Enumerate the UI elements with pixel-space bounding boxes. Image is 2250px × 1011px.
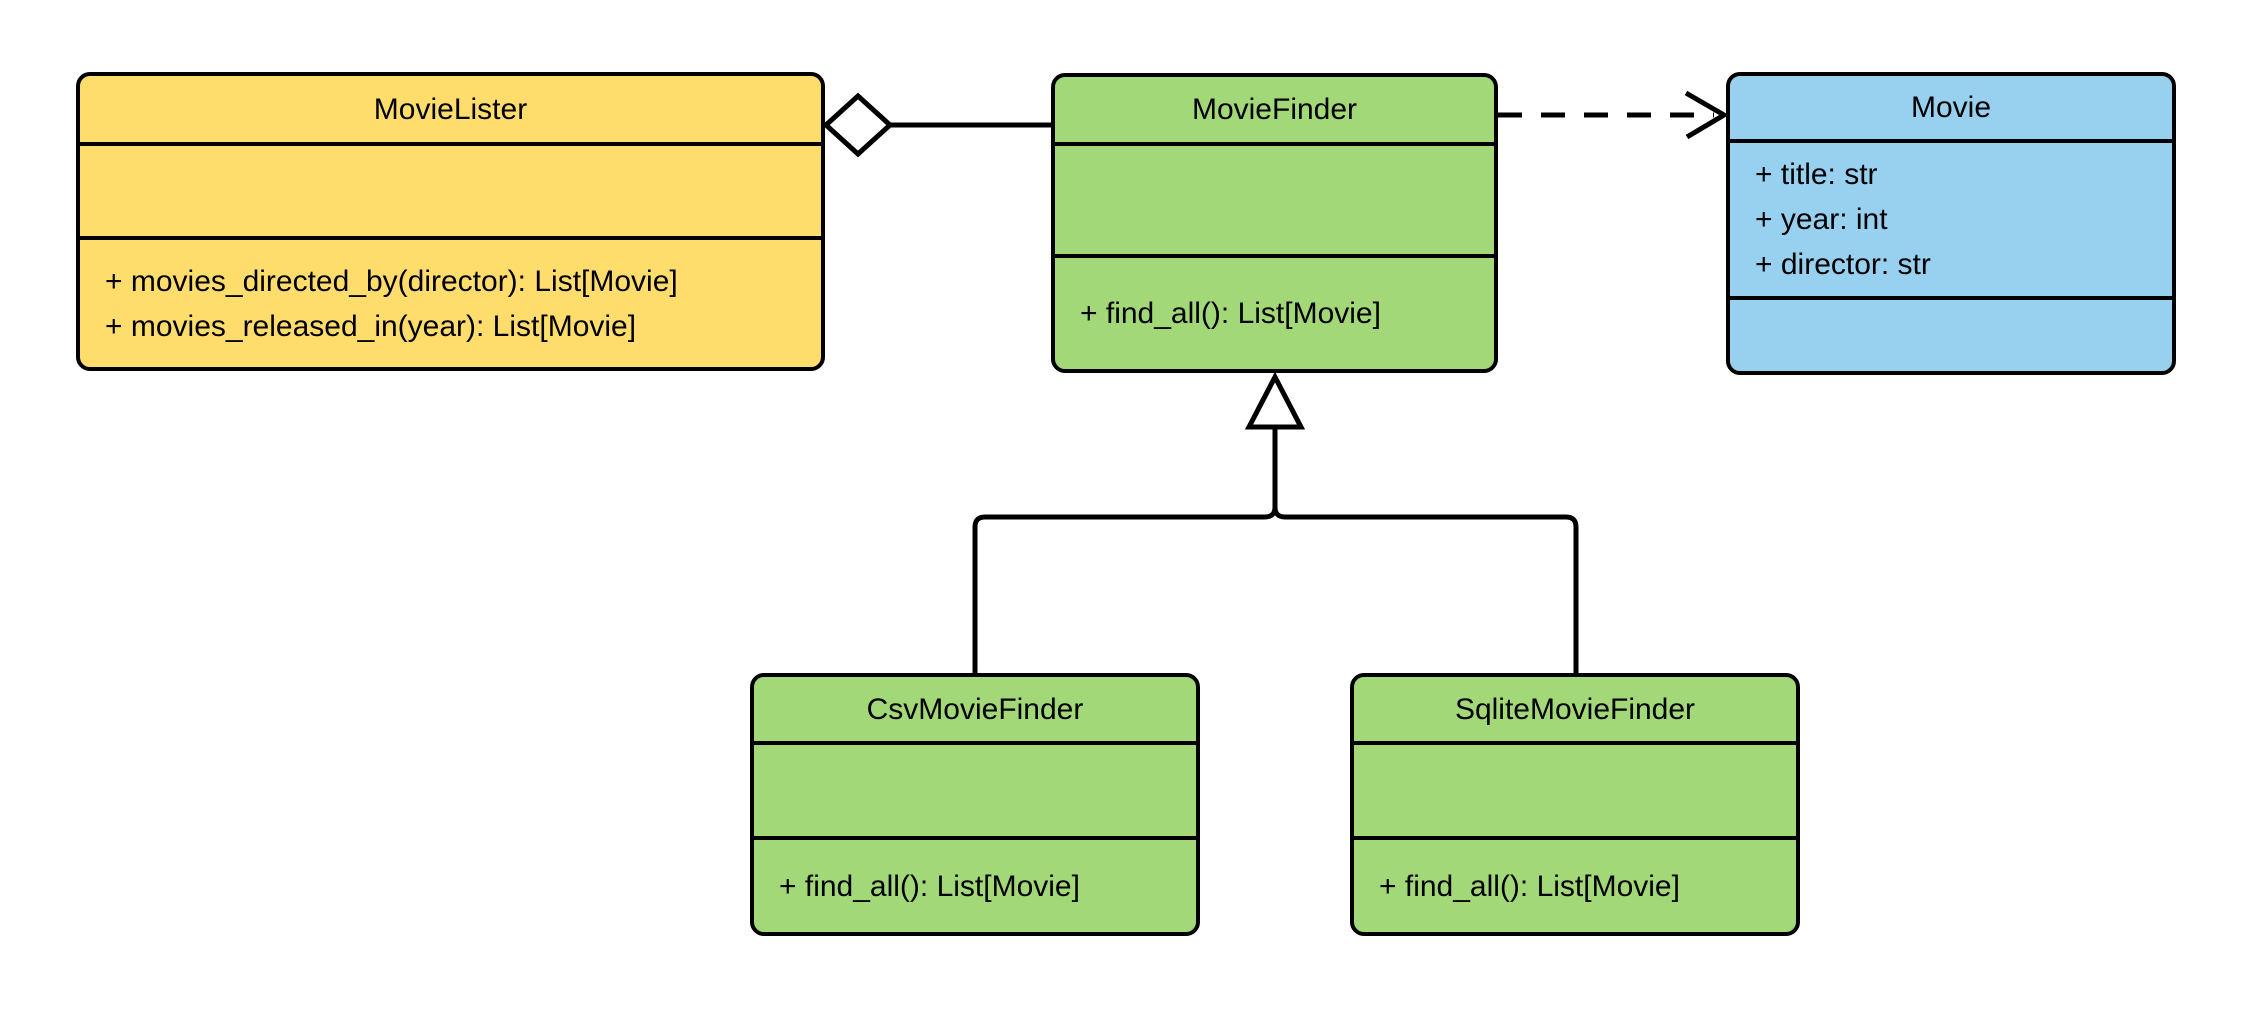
class-sqlitemoviefinder-methods: + find_all(): List[Movie] [1354, 840, 1796, 932]
attribute-year: + year: int [1755, 203, 1888, 236]
aggregation-diamond-icon [822, 92, 894, 158]
method-find-all: + find_all(): List[Movie] [779, 869, 1080, 903]
class-sqlitemoviefinder: SqliteMovieFinder + find_all(): List[Mov… [1350, 673, 1800, 936]
class-movielister-methods: + movies_directed_by(director): List[Mov… [80, 240, 821, 367]
inheritance-branch-right [1272, 427, 1579, 675]
attribute-director: + director: str [1755, 248, 1931, 281]
inheritance-triangle-icon [1244, 371, 1306, 430]
class-movie: Movie + title: str + year: int + directo… [1726, 72, 2176, 375]
method-find-all: + find_all(): List[Movie] [1379, 869, 1680, 903]
class-csvmoviefinder: CsvMovieFinder + find_all(): List[Movie] [750, 673, 1200, 936]
method-movies-released-in: + movies_released_in(year): List[Movie] [105, 309, 637, 343]
class-csvmoviefinder-attributes [754, 745, 1196, 840]
class-movie-attributes: + title: str + year: int + director: str [1730, 143, 2172, 300]
class-sqlitemoviefinder-attributes [1354, 745, 1796, 840]
class-movie-methods [1730, 300, 2172, 371]
method-find-all: + find_all(): List[Movie] [1080, 297, 1381, 330]
attribute-title: + title: str [1755, 158, 1878, 191]
class-sqlitemoviefinder-name: SqliteMovieFinder [1354, 677, 1796, 745]
inheritance-branch-left [972, 427, 1278, 675]
method-movies-directed-by: + movies_directed_by(director): List[Mov… [105, 264, 678, 298]
class-moviefinder-name: MovieFinder [1055, 77, 1494, 146]
class-moviefinder-attributes [1055, 146, 1494, 258]
class-moviefinder-methods: + find_all(): List[Movie] [1055, 258, 1494, 369]
class-movielister-attributes [80, 146, 821, 240]
class-movielister-name: MovieLister [80, 76, 821, 146]
class-movie-name: Movie [1730, 76, 2172, 143]
class-movielister: MovieLister + movies_directed_by(directo… [76, 72, 825, 371]
class-csvmoviefinder-name: CsvMovieFinder [754, 677, 1196, 745]
class-csvmoviefinder-methods: + find_all(): List[Movie] [754, 840, 1196, 932]
dependency-arrowhead-icon [1684, 90, 1729, 140]
class-moviefinder: MovieFinder + find_all(): List[Movie] [1051, 73, 1498, 373]
